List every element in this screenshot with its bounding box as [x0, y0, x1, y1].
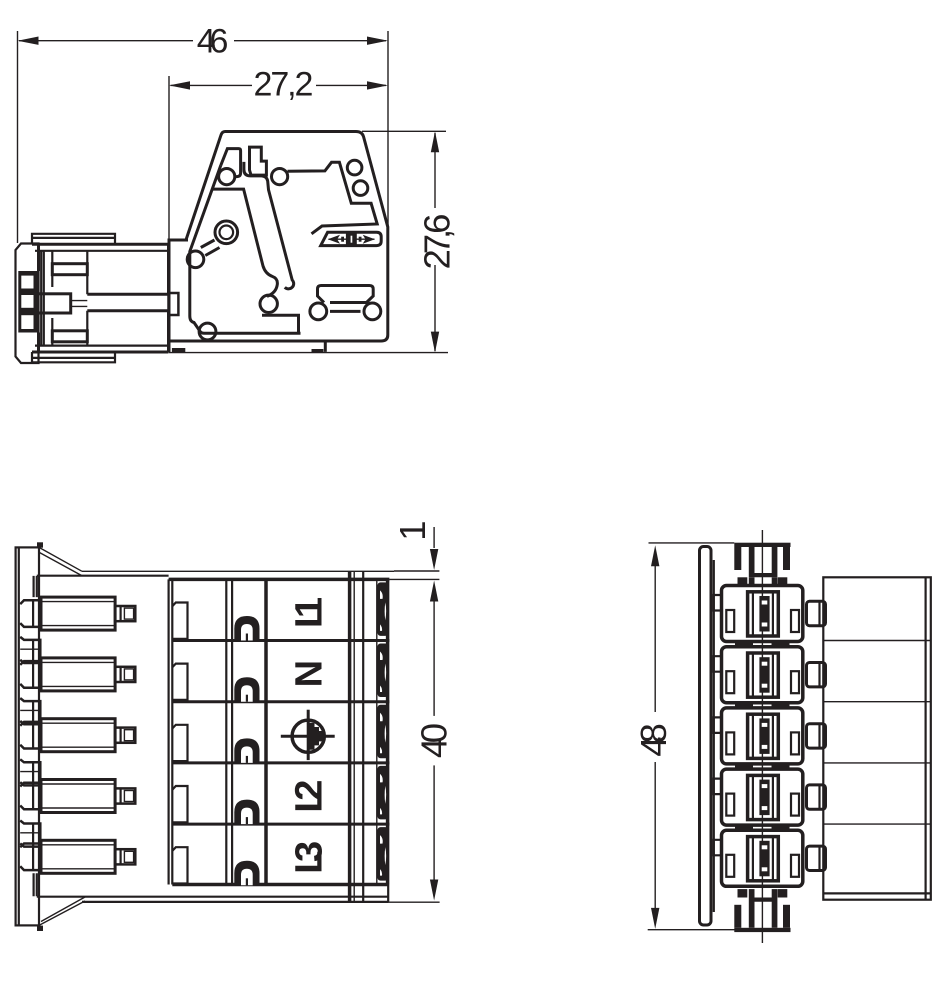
svg-text:L1: L1	[289, 597, 331, 628]
svg-text:27,6: 27,6	[416, 214, 457, 270]
svg-text:27,2: 27,2	[254, 66, 314, 104]
svg-text:N: N	[289, 660, 331, 687]
svg-text:L3: L3	[289, 841, 331, 874]
svg-text:L2: L2	[289, 780, 331, 813]
svg-text:48: 48	[633, 723, 674, 757]
svg-text:40: 40	[413, 723, 454, 758]
svg-text:1: 1	[392, 520, 433, 540]
svg-text:46: 46	[197, 23, 229, 61]
